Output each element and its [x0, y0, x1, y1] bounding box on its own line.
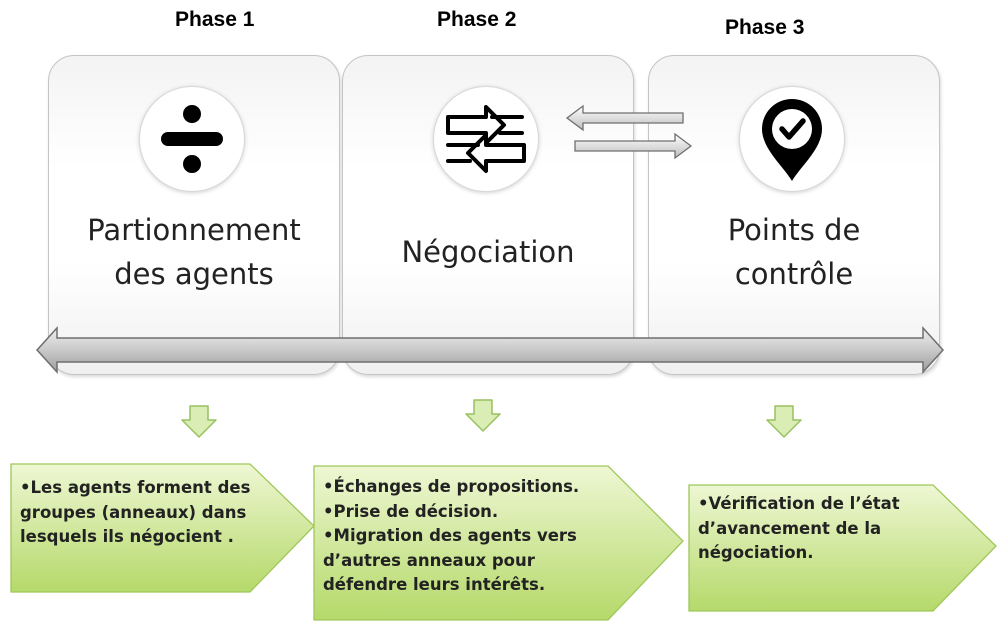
phase-3-details-callout: •Vérification de l’état d’avancement de …: [688, 484, 998, 612]
phase-1-label-line-2: des agents: [114, 257, 274, 291]
phase-2-detail-line: •Échanges de propositions.: [323, 477, 580, 496]
phase-1-details-callout: •Les agents forment des groupes (anneaux…: [10, 463, 316, 593]
down-arrow-2: [465, 399, 501, 432]
phase-2-label-line-1: Négociation: [401, 235, 575, 269]
phase-3-detail-line: •Vérification de l’état: [698, 494, 900, 513]
phase-3-detail-line: négociation.: [698, 543, 814, 562]
phase-2-title: Phase 2: [437, 8, 517, 31]
phase-2-detail-line: défendre leurs intérêts.: [323, 575, 546, 594]
exchange-arrows-icon: [433, 86, 539, 192]
swap-arrows-icon: [565, 104, 693, 160]
phase-3-detail-line: d’avancement de la: [698, 518, 882, 538]
divide-icon: [139, 86, 245, 192]
phase-2-detail-line: •Prise de décision.: [323, 501, 499, 521]
phase-3-label-line-1: Points de: [727, 213, 861, 247]
down-arrow-3: [766, 405, 802, 438]
phase-3-card: Points de contrôle: [648, 55, 940, 375]
phase-2-details-callout: •Échanges de propositions. •Prise de déc…: [313, 465, 685, 621]
phase-1-detail-line: lesquels ils négocient .: [20, 527, 234, 546]
phase-1-title: Phase 1: [175, 8, 255, 31]
phase-1-detail-line: groupes (anneaux) dans: [20, 502, 247, 522]
phase-3-label-line-2: contrôle: [734, 257, 854, 291]
phase-1-detail-line: •Les agents forment des: [20, 478, 251, 497]
phase-2-card: Négociation: [342, 55, 634, 375]
phase-2-detail-line: •Migration des agents vers: [323, 526, 577, 545]
phase-3-title: Phase 3: [725, 16, 805, 39]
phase-1-label-line-1: Partionnement: [87, 213, 301, 247]
phase-1-card: Partionnement des agents: [48, 55, 340, 375]
down-arrow-1: [181, 405, 217, 438]
checkpoint-pin-icon: [739, 86, 845, 192]
phase-2-detail-line: d’autres anneaux pour: [323, 550, 535, 570]
timeline-arrow: [35, 326, 945, 374]
